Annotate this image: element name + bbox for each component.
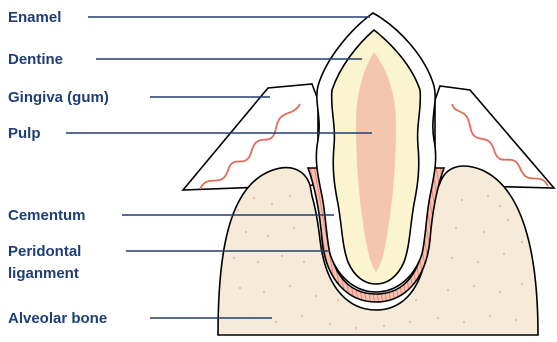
pulp-label: Pulp bbox=[8, 125, 41, 142]
cementum-label: Cementum bbox=[8, 207, 86, 224]
periodontal-label-line2: liganment bbox=[8, 265, 79, 282]
alveolar-label: Alveolar bone bbox=[8, 310, 107, 327]
periodontal-label-line1: Peridontal bbox=[8, 243, 81, 260]
gingiva-label: Gingiva (gum) bbox=[8, 89, 109, 106]
dentine-label: Dentine bbox=[8, 51, 63, 68]
enamel-label: Enamel bbox=[8, 9, 61, 26]
